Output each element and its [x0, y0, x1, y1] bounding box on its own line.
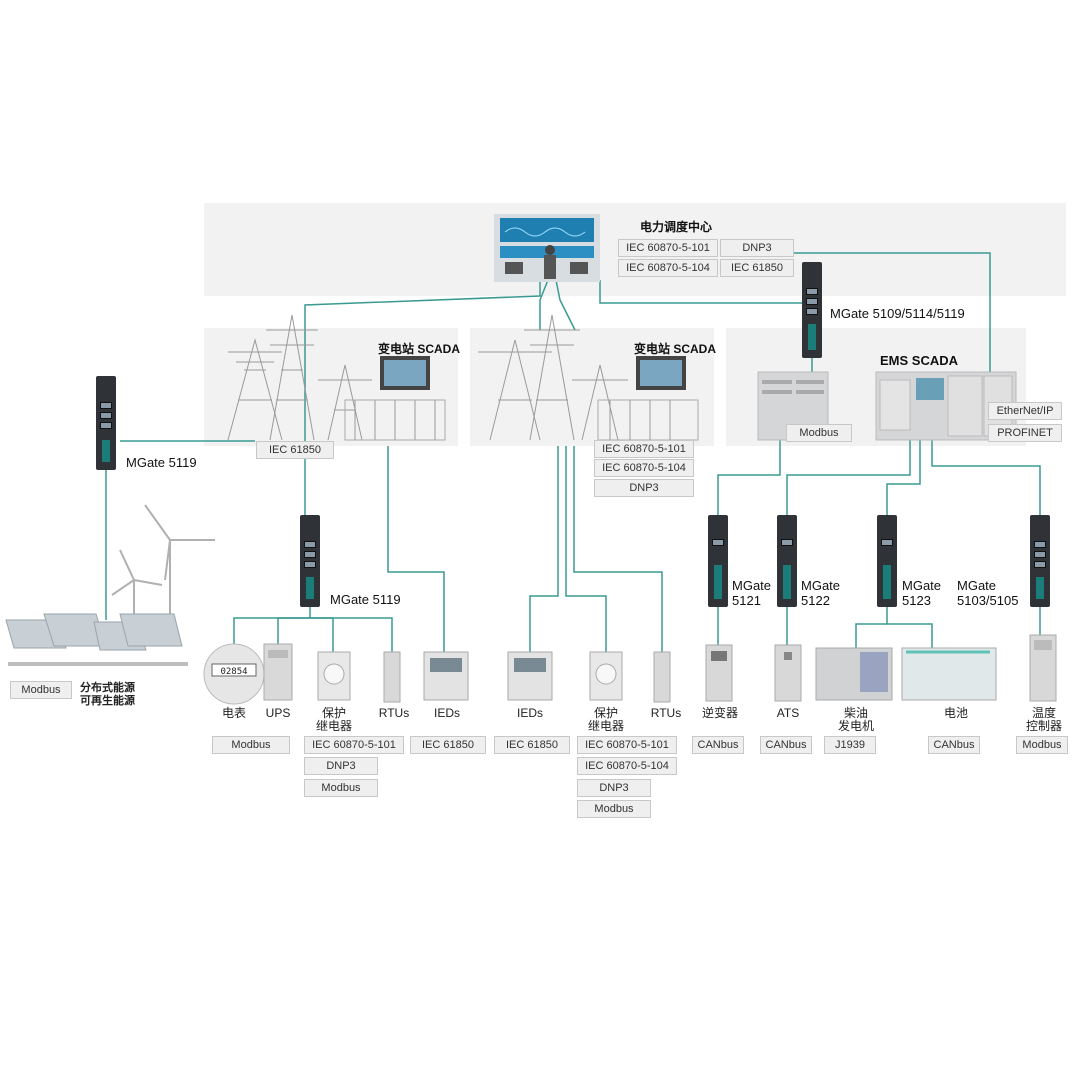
wind-turbines: [111, 504, 215, 630]
connection-lines: [105, 252, 1041, 652]
relay1-protocol-2: Modbus: [304, 779, 378, 797]
ups-illustration: [263, 643, 293, 701]
relay1-protocol-1: DNP3: [304, 757, 378, 775]
ats-protocol: CANbus: [760, 736, 812, 754]
solar-panels: [5, 613, 183, 651]
substation-left-protocol: IEC 61850: [256, 441, 334, 459]
ems-title: EMS SCADA: [880, 353, 959, 368]
device-relay2-label: 保护 继电器: [587, 706, 624, 733]
substation-right-protocol-dnp3: DNP3: [594, 479, 694, 497]
device-ied2-label: IEDs: [516, 706, 543, 720]
relay2-protocol-0: IEC 60870-5-101: [577, 736, 677, 754]
temp-controller-illustration: [1029, 634, 1057, 702]
inverter-illustration: [705, 644, 733, 702]
gateway-mid: [300, 515, 320, 607]
gateway-5103-name: MGate 5103/5105: [957, 578, 1019, 608]
relay2-protocol-2: DNP3: [577, 779, 651, 797]
device-ied1-label: IEDs: [433, 706, 460, 720]
gateway-left: [96, 376, 116, 470]
gateway-5121: [708, 515, 728, 607]
device-temp-label: 温度 控制器: [1025, 706, 1062, 733]
meter-ups-protocol: Modbus: [212, 736, 290, 754]
ems-protocol-profinet: PROFINET: [988, 424, 1062, 442]
meter-display-text: 02854: [220, 667, 247, 677]
rtu2-illustration: [653, 651, 671, 703]
gateway-5123-name: MGate 5123: [902, 578, 942, 608]
meter-illustration: 02854: [203, 643, 265, 705]
control-center-title: 电力调度中心: [640, 220, 713, 234]
relay2-protocol-3: Modbus: [577, 800, 651, 818]
relay2-protocol-1: IEC 60870-5-104: [577, 757, 677, 775]
device-relay1-label: 保护 继电器: [315, 706, 352, 733]
cc-protocol-iec104: IEC 60870-5-104: [618, 259, 718, 277]
inverter-protocol: CANbus: [692, 736, 744, 754]
device-ats-label: ATS: [776, 706, 800, 720]
substation-left-monitor: [380, 356, 430, 390]
device-battery-label: 电池: [943, 706, 968, 720]
cc-protocol-iec101: IEC 60870-5-101: [618, 239, 718, 257]
gateway-5103: [1030, 515, 1050, 607]
device-meter-label: 电表: [221, 706, 246, 720]
diesel-protocol: J1939: [824, 736, 876, 754]
rtu1-illustration: [383, 651, 401, 703]
device-diesel-label: 柴油 发电机: [837, 706, 874, 733]
substation-left-title: 变电站 SCADA: [378, 342, 461, 356]
ats-illustration: [774, 644, 802, 702]
device-ups-label: UPS: [265, 706, 291, 720]
ems-protocol-ethernetip: EtherNet/IP: [988, 402, 1062, 420]
cc-protocol-iec61850: IEC 61850: [720, 259, 794, 277]
temp-protocol: Modbus: [1016, 736, 1068, 754]
substation-right-monitor: [636, 356, 686, 390]
gateway-5123: [877, 515, 897, 607]
renewable-protocol: Modbus: [10, 681, 72, 699]
gateway-top-name: MGate 5109/5114/5119: [830, 306, 965, 321]
gateway-5122: [777, 515, 797, 607]
cc-protocol-dnp3: DNP3: [720, 239, 794, 257]
gateway-top: [802, 262, 822, 358]
ems-modbus-tag: Modbus: [786, 424, 852, 442]
battery-protocol: CANbus: [928, 736, 980, 754]
device-rtu2-label: RTUs: [650, 706, 682, 720]
relay2-illustration: [589, 651, 623, 701]
substation-right-title: 变电站 SCADA: [634, 342, 717, 356]
substation-left-towers: [227, 314, 446, 441]
relay1-protocol-0: IEC 60870-5-101: [304, 736, 404, 754]
gateway-5121-name: MGate 5121: [732, 578, 772, 608]
substation-right-protocol-iec101: IEC 60870-5-101: [594, 440, 694, 458]
ied1-illustration: [423, 651, 469, 701]
ied1-protocol: IEC 61850: [410, 736, 486, 754]
diesel-generator-illustration: [815, 647, 893, 701]
dispatch-center-illustration: [494, 214, 600, 282]
substation-right-protocol-iec104: IEC 60870-5-104: [594, 459, 694, 477]
battery-illustration: [901, 647, 997, 701]
relay1-illustration: [317, 651, 351, 701]
renewable-label: 分布式能源 可再生能源: [80, 682, 135, 707]
gateway-5122-name: MGate 5122: [801, 578, 841, 608]
device-inverter-label: 逆变器: [701, 706, 738, 720]
gateway-mid-name: MGate 5119: [330, 592, 401, 607]
ied2-illustration: [507, 651, 553, 701]
gateway-left-name: MGate 5119: [126, 455, 197, 470]
ied2-protocol: IEC 61850: [494, 736, 570, 754]
device-rtu1-label: RTUs: [378, 706, 410, 720]
